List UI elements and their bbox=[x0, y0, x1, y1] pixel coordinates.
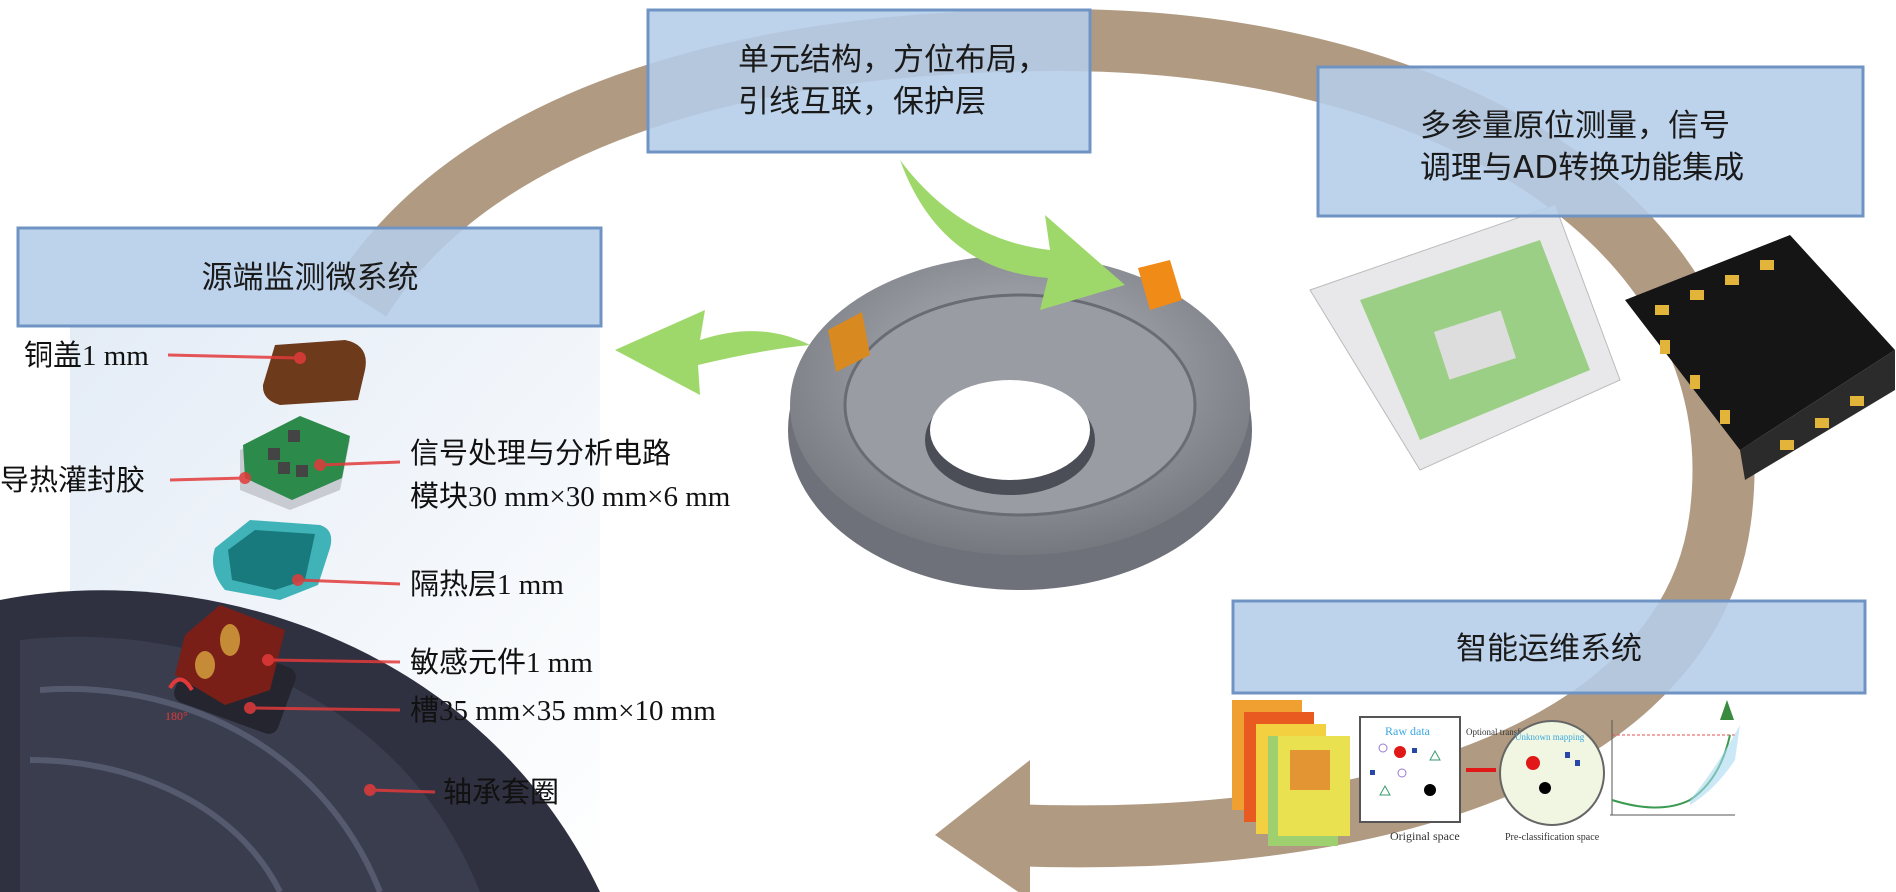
label-sensor: 敏感元件1 mm bbox=[410, 646, 593, 679]
green-arrow-down bbox=[900, 160, 1125, 310]
box-intelligent-om: 智能运维系统 bbox=[1231, 599, 1867, 695]
ml-panel: Raw data Original space Optional transfo… bbox=[1232, 700, 1740, 846]
green-arrows bbox=[615, 160, 1125, 395]
green-arrow-left bbox=[615, 310, 810, 395]
optional-transform-label: Optional transform bbox=[1466, 727, 1535, 737]
original-space-box bbox=[1359, 716, 1461, 823]
heatmap-stack bbox=[1232, 700, 1350, 846]
box-multi-param-line1: 多参量原位测量，信号 bbox=[1420, 108, 1730, 144]
bearing-image bbox=[788, 255, 1252, 590]
box-intelligent-om-title: 智能运维系统 bbox=[1456, 631, 1642, 667]
label-ring: 轴承套圈 bbox=[443, 776, 559, 809]
label-insulation: 隔热层1 mm bbox=[410, 568, 564, 601]
box-source-micro: 源端监测微系统 bbox=[16, 226, 603, 328]
leader-lines bbox=[167, 352, 436, 796]
chip-open-package bbox=[1309, 204, 1621, 471]
label-potting: 导热灌封胶 bbox=[0, 464, 145, 497]
unknown-mapping-label: Unknown mapping bbox=[1515, 732, 1585, 742]
cycle-arrowhead bbox=[935, 760, 1030, 892]
chip-packaged bbox=[1625, 235, 1895, 480]
original-space-label: Original space bbox=[1390, 829, 1460, 843]
box-multi-param-line2: 调理与AD转换功能集成 bbox=[1420, 150, 1744, 186]
label-slot: 槽35 mm×35 mm×10 mm bbox=[410, 694, 716, 727]
raw-data-label: Raw data bbox=[1385, 724, 1431, 738]
label-circuit-line2: 模块30 mm×30 mm×6 mm bbox=[410, 480, 731, 513]
box-unit-structure-line2: 引线互联，保护层 bbox=[738, 84, 986, 120]
preclass-space-circle bbox=[1499, 720, 1605, 826]
label-circuit-line1: 信号处理与分析电路 bbox=[410, 437, 671, 470]
box-source-micro-title: 源端监测微系统 bbox=[202, 260, 419, 296]
rotation-arc-icon bbox=[168, 677, 194, 692]
preclass-space-label: Pre-classification space bbox=[1505, 832, 1600, 843]
copper-lid bbox=[262, 340, 366, 405]
label-copper-lid: 铜盖1 mm bbox=[24, 339, 149, 372]
sensor-element bbox=[175, 605, 285, 705]
box-unit-structure: 单元结构，方位布局， 引线互联，保护层 bbox=[646, 8, 1092, 154]
box-unit-structure-line1: 单元结构，方位布局， bbox=[738, 42, 1048, 78]
angle-label: 180° bbox=[165, 709, 188, 723]
box-multi-param: 多参量原位测量，信号 调理与AD转换功能集成 bbox=[1316, 65, 1865, 218]
circuit-module bbox=[240, 416, 350, 510]
trend-plot bbox=[1610, 700, 1740, 816]
